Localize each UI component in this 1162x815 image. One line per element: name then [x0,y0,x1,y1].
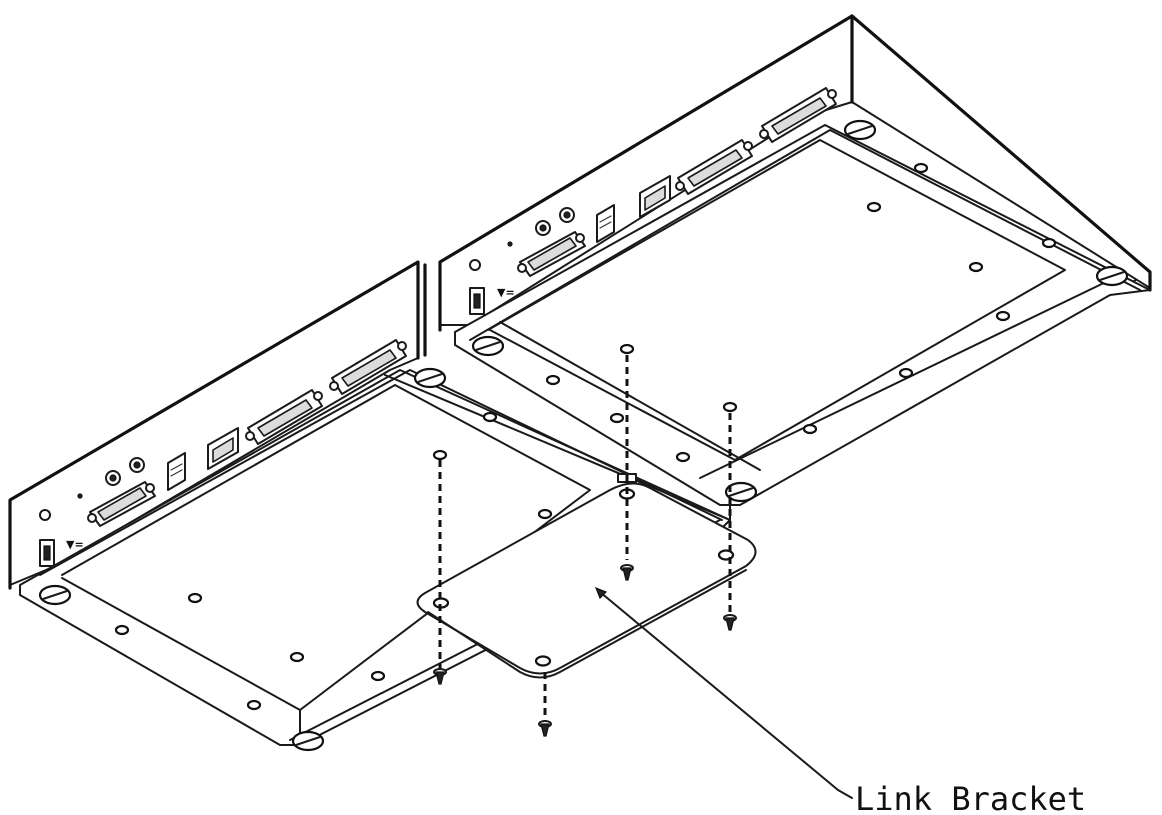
right-unit-mount-slot-2 [843,119,877,141]
screws [433,564,737,737]
left-unit-usb-port [167,452,186,491]
right-unit-usb-port [596,204,615,243]
right-unit-base-plate [454,124,1151,506]
right-unit-serial-port [517,231,586,277]
callout-leader-line [599,591,853,799]
screw-4 [538,720,552,737]
screw-guides [438,355,732,722]
left-unit-audio-jacks [105,457,145,486]
screw-holes-top [432,343,738,461]
right-unit-led [469,259,481,271]
left-unit-mount-slot-3 [291,730,325,752]
left-unit-power-jack [39,539,55,567]
left-unit-dvi-port-2 [329,339,407,395]
callout-label: Link Bracket [855,780,1086,815]
left-unit-screw-holes [114,411,553,711]
left-unit-mount-slot-2 [413,367,447,389]
right-unit-dvi-port-1 [675,139,753,195]
right-unit-mount-slot-1 [471,335,505,357]
left-unit-serial-port [87,481,156,527]
callout: Link Bracket [594,586,1086,815]
screw-2 [620,564,634,581]
left-unit-led [39,509,51,521]
screw-3 [723,614,737,631]
right-unit-ethernet-port [639,175,671,218]
left-unit-mount-slot-1 [38,584,72,606]
right-unit-port-mark: ▼= [497,286,515,299]
right-unit-audio-jacks [535,207,575,236]
screw-1 [433,668,447,685]
right-unit-power-jack [469,287,485,315]
right-unit-mount-slot-3 [1095,265,1129,287]
right-unit: ▼= [438,14,1152,506]
right-unit-dvi-port-2 [759,87,837,143]
callout-arrowhead [594,586,608,600]
right-unit-mount-slot-4 [724,481,758,503]
right-unit-screw-holes [545,162,1057,463]
left-unit-ethernet-port [207,427,239,470]
left-unit-port-mark: ▼= [66,538,84,551]
left-unit-dvi-port-1 [245,389,323,445]
